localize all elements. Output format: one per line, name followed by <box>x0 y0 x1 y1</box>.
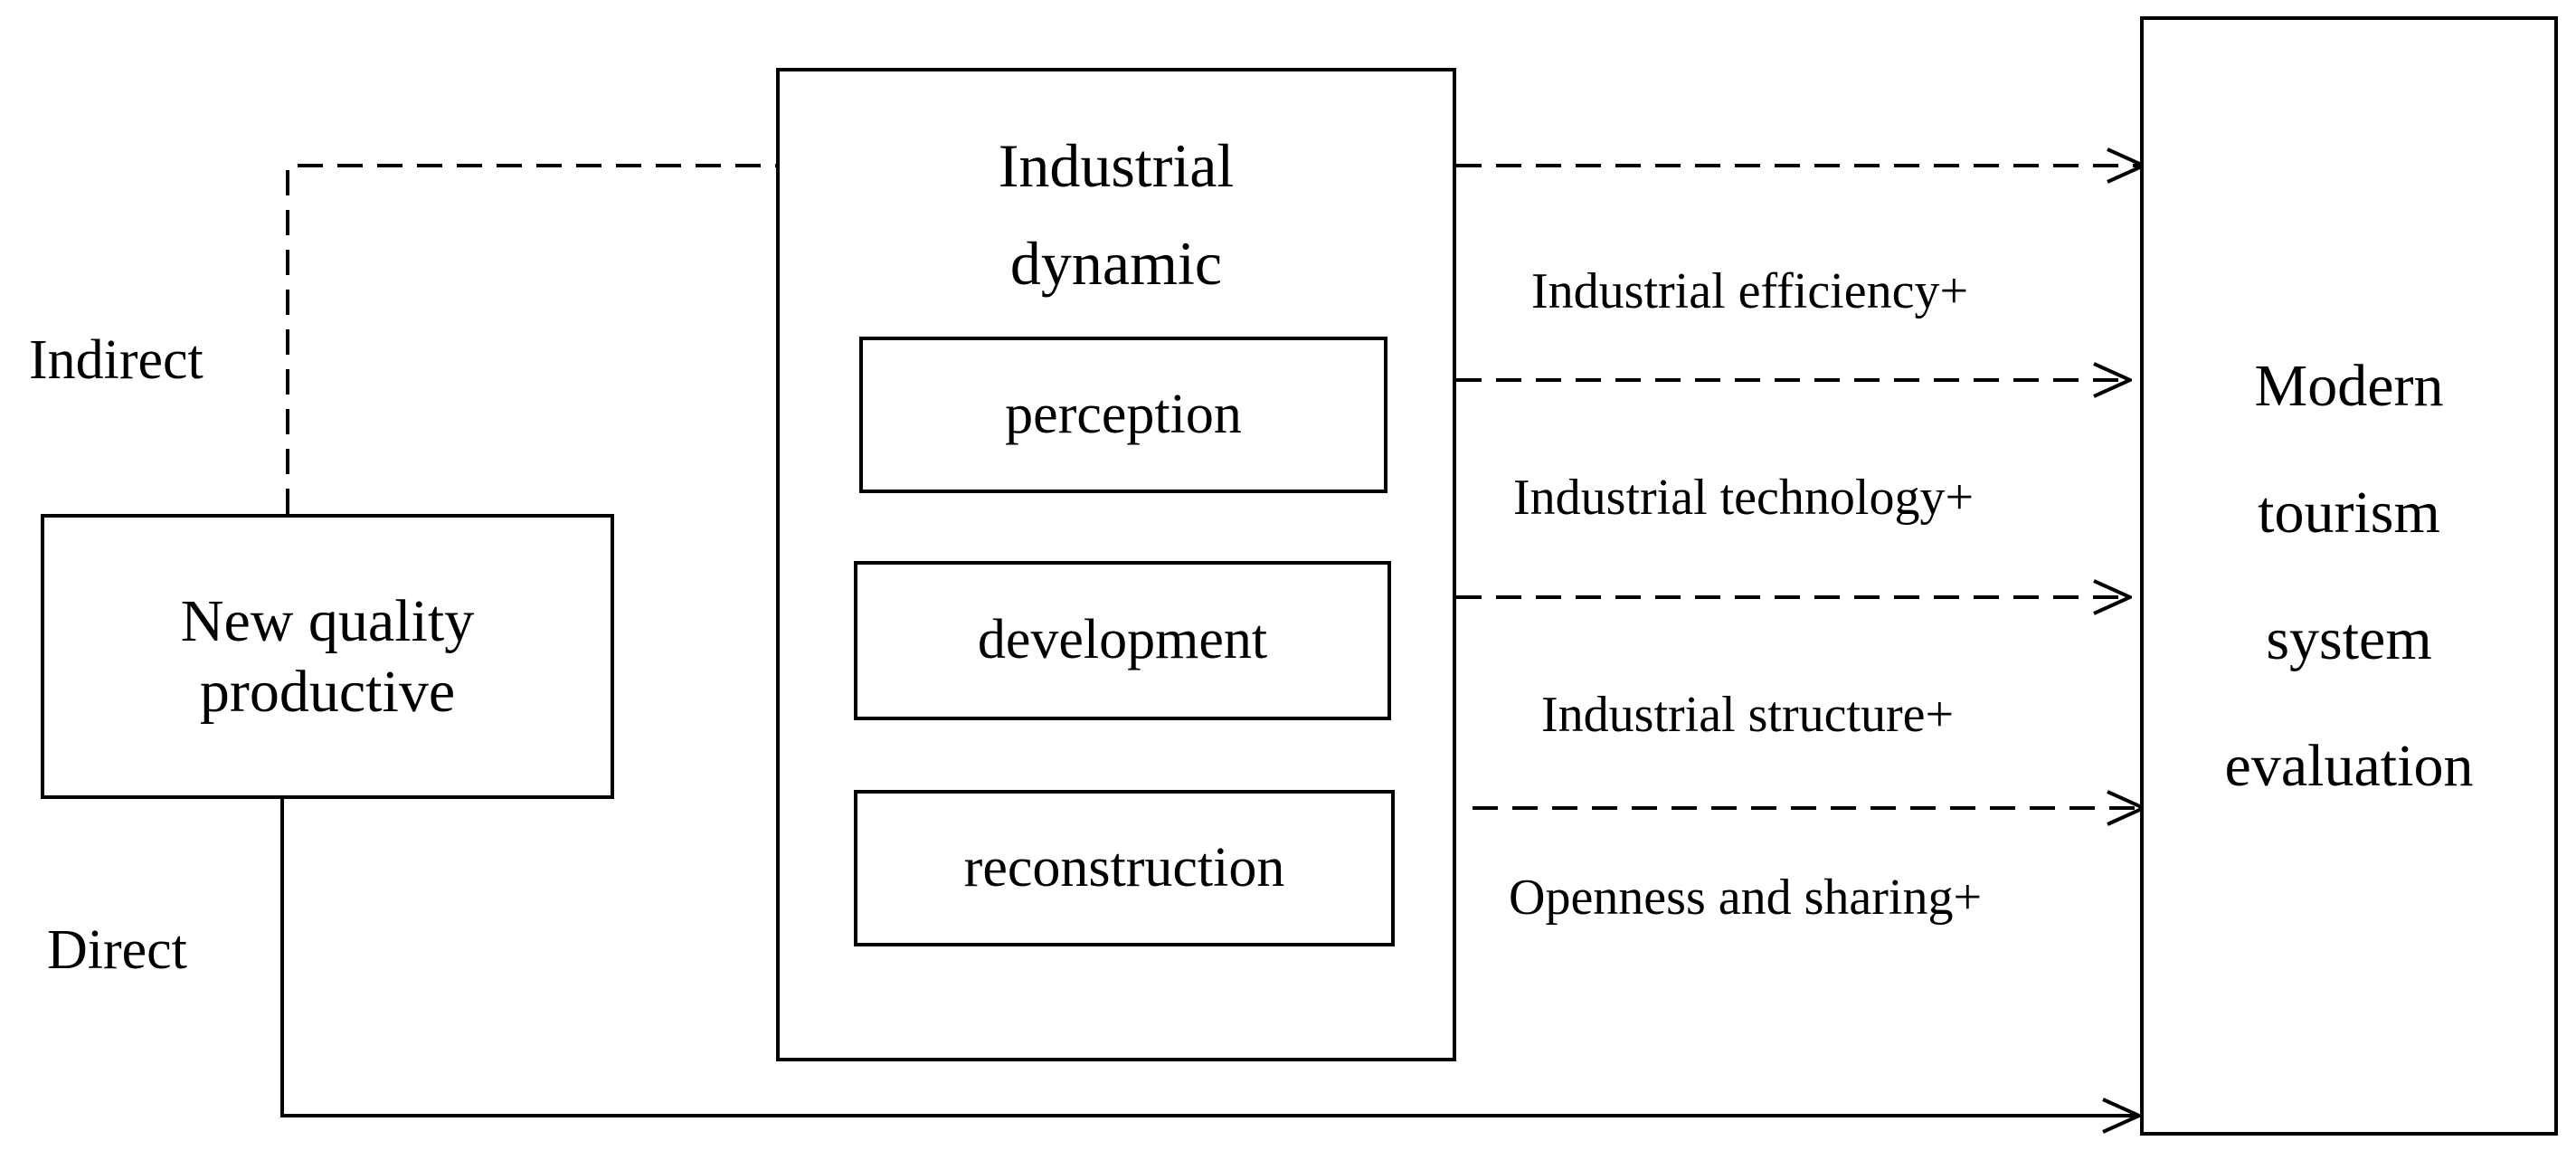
development-label: development <box>977 609 1268 671</box>
source-line-2: productive <box>199 658 456 725</box>
new-quality-productive-label: New quality productive <box>181 586 474 727</box>
target-label: Modern tourism system evaluation <box>2225 323 2474 830</box>
indirect-connector <box>286 164 776 514</box>
industrial-dynamic-title: Industrial dynamic <box>780 117 1453 312</box>
new-quality-productive-box: New quality productive <box>41 514 614 799</box>
indirect-label: Indirect <box>29 329 204 391</box>
modern-tourism-system-evaluation-box: Modern tourism system evaluation <box>2140 16 2558 1136</box>
development-box: development <box>854 561 1391 720</box>
source-line-1: New quality <box>180 587 475 654</box>
effect-label-efficiency: Industrial efficiency+ <box>1531 263 1969 319</box>
target-line-1: Modern <box>2254 352 2444 419</box>
target-line-4: evaluation <box>2224 732 2474 799</box>
target-line-2: tourism <box>2258 479 2440 546</box>
reconstruction-label: reconstruction <box>963 836 1285 899</box>
mediator-title-line-1: Industrial <box>998 131 1235 200</box>
direct-connector <box>280 799 2139 1116</box>
target-line-3: system <box>2266 605 2432 672</box>
effect-label-openness: Openness and sharing+ <box>1509 870 1983 926</box>
direct-label: Direct <box>47 919 187 981</box>
mediator-title-line-2: dynamic <box>1009 229 1223 298</box>
perception-box: perception <box>859 337 1387 493</box>
perception-label: perception <box>1005 383 1242 445</box>
effect-label-technology: Industrial technology+ <box>1513 470 1975 526</box>
reconstruction-box: reconstruction <box>854 790 1395 946</box>
effect-label-structure: Industrial structure+ <box>1541 687 1955 743</box>
